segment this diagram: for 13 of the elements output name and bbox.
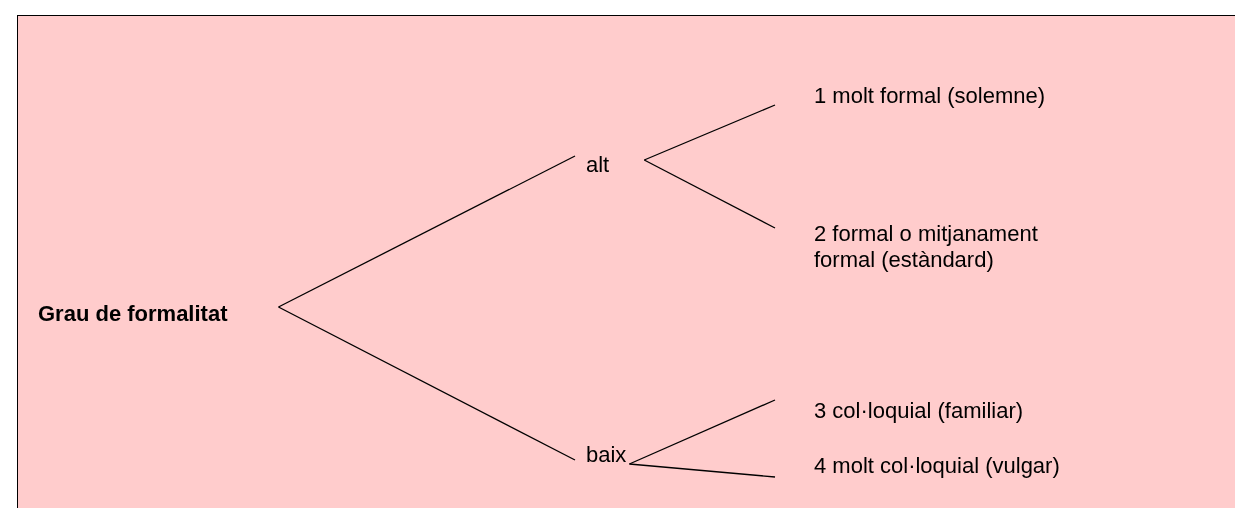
connector-line — [628, 463, 776, 478]
connector-line — [277, 155, 576, 308]
node-text: 2 formal o mitjanament formal (estàndard) — [814, 221, 1038, 272]
node-text: Grau de formalitat — [38, 301, 228, 326]
node-text: alt — [586, 152, 610, 177]
connector-line — [643, 159, 776, 229]
node-text: 4 molt col·loquial (vulgar) — [814, 453, 1060, 478]
connector-line — [643, 104, 776, 161]
connector-line — [628, 399, 776, 465]
connector-line — [277, 306, 576, 461]
node-text: 1 molt formal (solemne) — [814, 83, 1046, 108]
node-text: 3 col·loquial (familiar) — [814, 398, 1024, 423]
node-text: baix — [586, 442, 627, 467]
